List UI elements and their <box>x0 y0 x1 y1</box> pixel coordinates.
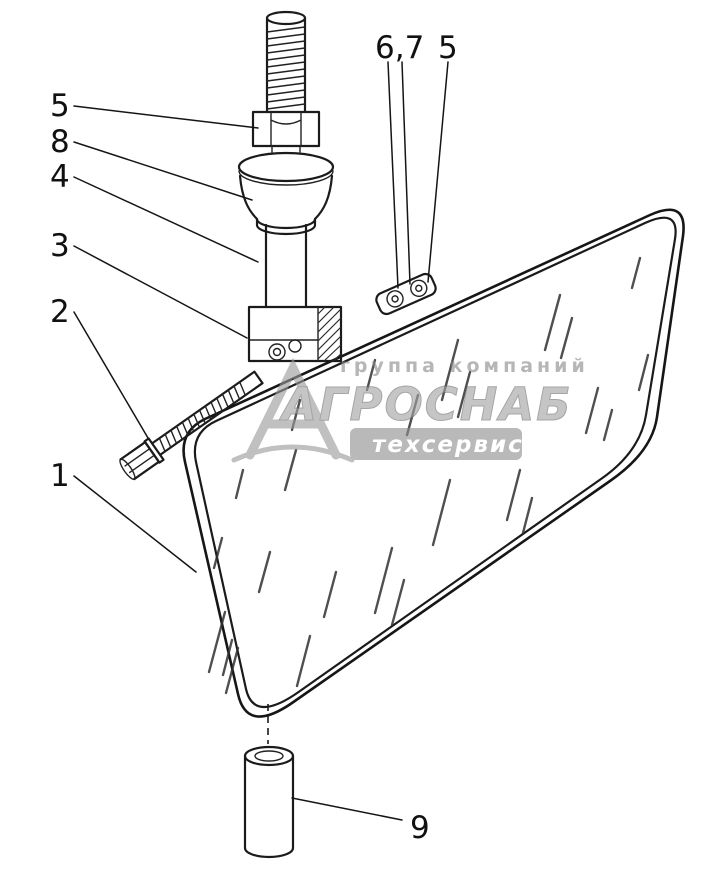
bracket-screw-right <box>410 279 428 298</box>
bell-bottom-rim <box>255 217 317 236</box>
sleeve-top-rim <box>243 745 295 767</box>
sleeve-bore <box>254 750 284 762</box>
watermark-badge <box>350 428 522 460</box>
leader-lines <box>73 61 449 821</box>
watermark-line3: техсервис <box>372 432 524 458</box>
clamp-bolt-boss <box>268 343 286 361</box>
washer-rim-thickness <box>238 170 334 186</box>
callout-4: 4 <box>50 159 70 195</box>
bolt-threads <box>158 381 247 453</box>
leader-7 <box>401 61 411 285</box>
leader-2 <box>73 311 149 439</box>
watermark-line1: группа компаний <box>340 355 589 377</box>
leader-1 <box>73 475 197 573</box>
watermark: группа компаний АГРОСНАБ техсервис <box>231 355 589 463</box>
clamp-pivot-ball <box>288 339 302 353</box>
callout-8: 8 <box>50 124 70 160</box>
clamp-bolt-bore <box>272 347 282 357</box>
mounting-sleeve <box>243 704 295 859</box>
bracket-screw-left-core <box>391 295 399 303</box>
edge-bracket <box>375 272 437 316</box>
bracket-screw-right-core <box>415 284 423 293</box>
clamp-bracket <box>247 305 343 363</box>
watermark-logo <box>245 357 341 460</box>
leader-3 <box>73 245 248 339</box>
shaft-sides <box>264 223 308 309</box>
leader-5-nut <box>73 105 259 129</box>
leader-4 <box>73 176 259 263</box>
hex-nut <box>251 110 321 153</box>
sleeve-bottom <box>243 846 295 859</box>
nut-lower-stem <box>271 145 301 153</box>
pivot-shaft <box>264 223 308 309</box>
leader-6 <box>387 61 399 289</box>
mirror-inner-frame <box>193 216 677 709</box>
callout-6-7: 6,7 <box>375 30 424 66</box>
washer-rim <box>237 151 335 183</box>
bolt-head-facets <box>124 448 155 474</box>
glass-reflection-hatching <box>207 256 650 695</box>
mirror-body <box>182 208 685 718</box>
leader-9 <box>291 797 403 821</box>
bracket-screw-left <box>386 290 404 308</box>
nut-outline <box>251 110 321 148</box>
threaded-stem <box>265 10 307 114</box>
bell-sides <box>238 174 334 221</box>
stem-top-face <box>265 10 307 26</box>
callout-5-bracket: 5 <box>438 30 458 66</box>
mirror-outer-frame <box>182 208 685 718</box>
leader-5-bracket <box>427 61 449 283</box>
callout-2: 2 <box>50 294 70 330</box>
callout-3: 3 <box>50 228 70 264</box>
callout-labels: 5 8 4 3 2 1 6,7 5 9 <box>50 30 458 846</box>
leader-8 <box>73 141 253 201</box>
sleeve-sides <box>243 754 295 850</box>
adjuster-bolt <box>119 370 264 481</box>
watermark-logo-swoosh <box>231 444 355 463</box>
clamp-divider <box>248 306 319 362</box>
watermark-line2: АГРОСНАБ <box>279 378 573 431</box>
bracket-plate <box>375 272 437 316</box>
stem-threads <box>266 26 306 110</box>
callout-5-nut: 5 <box>50 88 70 124</box>
bell-washer <box>237 151 335 236</box>
bolt-washer <box>143 437 165 464</box>
clamp-outline <box>247 305 343 363</box>
callout-1: 1 <box>50 458 70 494</box>
clamp-section-hatching <box>317 306 342 362</box>
callout-9: 9 <box>410 810 430 846</box>
nut-facets <box>270 111 302 147</box>
